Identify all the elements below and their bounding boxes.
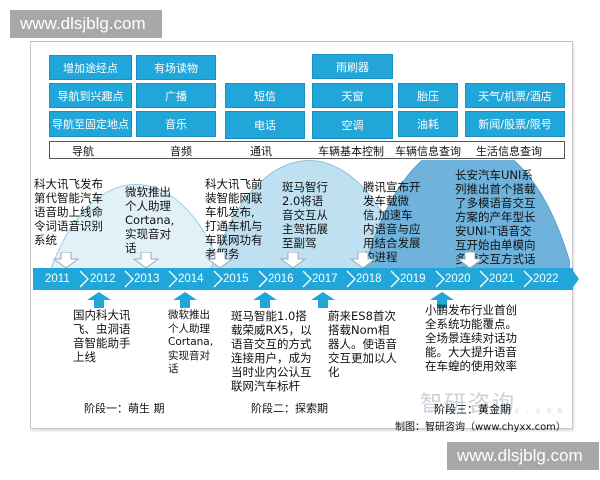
chyxx-url-watermark: www.chyxx.com	[428, 407, 569, 416]
feature-box: 导航至固定地点	[49, 111, 132, 137]
category-label: 音频	[170, 145, 192, 158]
year-label: 2020	[445, 273, 471, 285]
stage-label-2: 阶段二：探索期	[251, 402, 328, 415]
category-label: 车辆基本控制	[318, 145, 384, 158]
down-arrow-icon	[133, 252, 159, 269]
stage-label-1: 阶段一：萌生 期	[84, 402, 165, 415]
year-label: 2012	[90, 273, 116, 285]
event-above-2018: 腾讯宣布开发车载微信,加速车内语音与应用结合发展的进程	[363, 180, 421, 264]
year-label: 2022	[533, 273, 559, 285]
down-arrow-icon	[53, 252, 79, 269]
event-below-2020: 小鹏发布行业首创全系统功能覆点。全场景连续对话功能。大大提升语音在车蝗的使用效率	[425, 303, 517, 373]
feature-box: 增加途经点	[49, 55, 132, 80]
feature-box: 天窗	[312, 83, 393, 108]
chyxx-logo-watermark: 智研咨询	[420, 392, 517, 417]
year-label: 2015	[223, 273, 249, 285]
down-arrow-icon	[207, 252, 233, 269]
year-label: 2013	[134, 273, 160, 285]
year-label: 2011	[45, 273, 70, 285]
up-arrow-icon	[87, 292, 111, 308]
feature-box: 空调	[312, 111, 393, 139]
event-above-2013: 微软推出个人助理Cortana,实现音对话	[125, 185, 175, 255]
site-watermark-top: www.dlsjblg.com	[10, 10, 162, 38]
up-arrow-icon	[430, 292, 454, 308]
chevron-right-icon	[523, 270, 533, 288]
feature-box: 广播	[136, 83, 216, 108]
down-arrow-icon	[280, 252, 306, 269]
timeline-bar: 2011 2012 2013 2014 2015 2016 2017 2018 …	[33, 268, 573, 290]
category-label-row: 导航 音频 通讯 车辆基本控制 车辆信息查询 生活信息查询	[49, 141, 565, 159]
category-label: 通讯	[250, 145, 272, 158]
feature-box: 雨刷器	[312, 54, 393, 79]
site-watermark-bottom: www.dlsjblg.com	[447, 442, 599, 470]
category-label: 车辆信息查询	[395, 145, 461, 158]
year-label: 2014	[178, 273, 204, 285]
stage-domes	[35, 160, 570, 270]
event-above-2016: 斑马智行2.0将语音交互从主驾拓展至副驾	[282, 180, 328, 250]
stage-label-3: 阶段三：黄金期	[434, 403, 511, 416]
timeline-arrow-tip	[571, 268, 579, 290]
feature-box: 导航到兴趣点	[49, 83, 132, 108]
feature-box: 天气/机票/酒店	[465, 83, 565, 108]
feature-box: 电话	[225, 111, 305, 139]
chevron-right-icon	[479, 270, 489, 288]
up-arrow-icon	[253, 292, 277, 308]
feature-box: 新闻/股票/限号	[465, 111, 565, 137]
chevron-right-icon	[346, 270, 356, 288]
chevron-right-icon	[124, 270, 134, 288]
year-label: 2019	[400, 273, 426, 285]
chevron-right-icon	[302, 270, 312, 288]
down-arrow-icon	[457, 252, 483, 269]
down-arrow-icon	[350, 252, 376, 269]
year-label: 2016	[268, 273, 294, 285]
event-below-2012: 国内科大讯飞、虫洞语音智能助手上线	[73, 308, 131, 364]
year-label: 2017	[312, 273, 338, 285]
chevron-right-icon	[435, 270, 445, 288]
chevron-right-icon	[258, 270, 268, 288]
event-below-2014: 微软推出个人助理Cortana,实现音对话	[168, 309, 214, 375]
category-label: 导航	[72, 145, 94, 158]
year-label: 2018	[356, 273, 382, 285]
event-below-2018: 蔚来ES8首次搭载Nom相器人。使语音交互更加以人化	[328, 309, 397, 379]
category-label: 生活信息查询	[476, 145, 542, 158]
feature-box: 音乐	[136, 111, 216, 137]
event-above-2015: 科大讯飞前装智能网联车机发布,打通车机与车联网功有老服务	[205, 177, 263, 261]
year-label: 2021	[489, 273, 515, 285]
event-below-2016: 斑马智能1.0搭载荣威RX5，以语音交互的方式连接用户，成为当时业内公认互联网汽…	[231, 309, 312, 393]
up-arrow-icon	[311, 292, 335, 308]
feature-box: 胎压	[398, 83, 458, 108]
chevron-right-icon	[79, 270, 89, 288]
feature-box: 有场读物	[136, 55, 216, 80]
chevron-right-icon	[390, 270, 400, 288]
feature-box: 短信	[225, 83, 305, 108]
feature-box: 油耗	[398, 111, 458, 137]
chart-credit: 制图：智研咨询（www.chyxx.com）	[395, 422, 566, 433]
chevron-right-icon	[213, 270, 223, 288]
event-above-2011: 科大讯飞发布第代智能汽车语音助上线命令词语音识别系统	[34, 177, 103, 247]
chevron-right-icon	[168, 270, 178, 288]
up-arrow-icon	[173, 292, 197, 308]
